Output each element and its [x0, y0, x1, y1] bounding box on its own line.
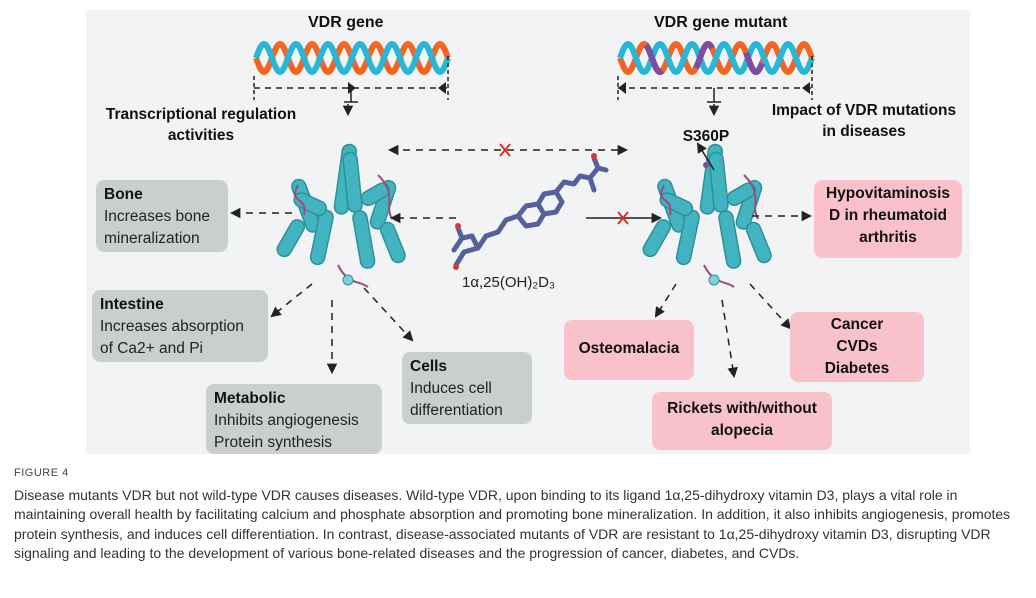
effect-line: mineralization	[104, 230, 200, 247]
caption-text: Disease mutants VDR but not wild-type VD…	[14, 486, 1011, 562]
vdr-protein-mutant	[642, 143, 772, 288]
regulation-label-line-1: Transcriptional regulation	[105, 106, 297, 123]
disease-line: Hypovitaminosis	[825, 185, 951, 202]
disease-line: alopecia	[710, 422, 774, 439]
effect-box-bone: Bone Increases bone mineralization	[96, 180, 228, 252]
disease-line: Rickets with/without	[667, 400, 817, 417]
regulation-label: Transcriptional regulation activities	[86, 104, 316, 146]
effect-line: Protein synthesis	[214, 434, 333, 451]
arrow-s360p-pointer	[696, 142, 715, 171]
ligand-molecule	[451, 153, 609, 270]
wildtype-gene-title: VDR gene	[308, 14, 384, 31]
effect-box-cells: Cells Induces cell differentiation	[402, 352, 532, 424]
mutation-segment	[743, 51, 765, 75]
figure-caption: FIGURE 4 Disease mutants VDR but not wil…	[14, 464, 1024, 564]
regulation-label-line-2: activities	[167, 127, 235, 144]
disease-line: Cancer	[830, 316, 884, 333]
effect-box-metabolic: Metabolic Inhibits angiogenesis Protein …	[206, 384, 382, 454]
effect-line: Induces cell	[410, 380, 492, 397]
effect-line: differentiation	[410, 402, 503, 419]
mutation-label: S360P	[682, 128, 730, 145]
disease-box-osteomalacia: Osteomalacia	[564, 320, 694, 380]
disease-line: Osteomalacia	[578, 340, 680, 357]
effect-line: Increases bone	[104, 208, 210, 225]
disease-line: CVDs	[836, 338, 878, 355]
blocked-x-mark-mutant	[617, 211, 629, 225]
effect-title: Intestine	[100, 296, 164, 313]
ligand-label: 1α,25(OH)₂D₃	[462, 274, 556, 291]
effect-box-intestine: Intestine Increases absorption of Ca2+ a…	[92, 290, 268, 362]
disease-line: D in rheumatoid	[829, 207, 947, 224]
vdr-protein-wildtype	[276, 143, 406, 288]
arrow-to-osteomalacia	[654, 283, 677, 318]
disease-line: Diabetes	[824, 360, 890, 377]
disease-box-cancer: Cancer CVDs Diabetes	[790, 312, 924, 382]
disease-line: arthritis	[859, 229, 917, 246]
effect-line: Inhibits angiogenesis	[214, 412, 359, 429]
effect-line: of Ca2+ and Pi	[100, 340, 203, 357]
effect-line: Increases absorption	[100, 318, 244, 335]
dna-helix-wildtype	[253, 40, 451, 103]
effect-title: Metabolic	[214, 390, 286, 407]
disease-box-rickets: Rickets with/without alopecia	[652, 392, 832, 450]
diagram-graphics	[229, 40, 815, 379]
impact-label: Impact of VDR mutations in diseases	[758, 100, 970, 142]
impact-label-line-2: in diseases	[822, 123, 906, 140]
mutation-segment	[643, 42, 665, 75]
mutation-segment	[693, 41, 715, 70]
arrow-to-cancer	[749, 283, 792, 330]
arrow-to-cells	[363, 287, 414, 342]
disease-box-hypovitaminosis: Hypovitaminosis D in rheumatoid arthriti…	[814, 180, 962, 258]
caption-label: FIGURE 4	[14, 467, 69, 479]
mutant-gene-title: VDR gene mutant	[654, 14, 788, 31]
effect-title: Cells	[410, 358, 448, 375]
figure-panel: VDR gene VDR gene mutant Transcriptional…	[86, 10, 970, 454]
arrow-to-intestine	[270, 283, 313, 318]
impact-label-line-1: Impact of VDR mutations	[771, 102, 957, 119]
blocked-x-mark-top	[499, 143, 511, 157]
arrow-to-rickets	[721, 299, 738, 379]
effect-title: Bone	[104, 186, 143, 203]
